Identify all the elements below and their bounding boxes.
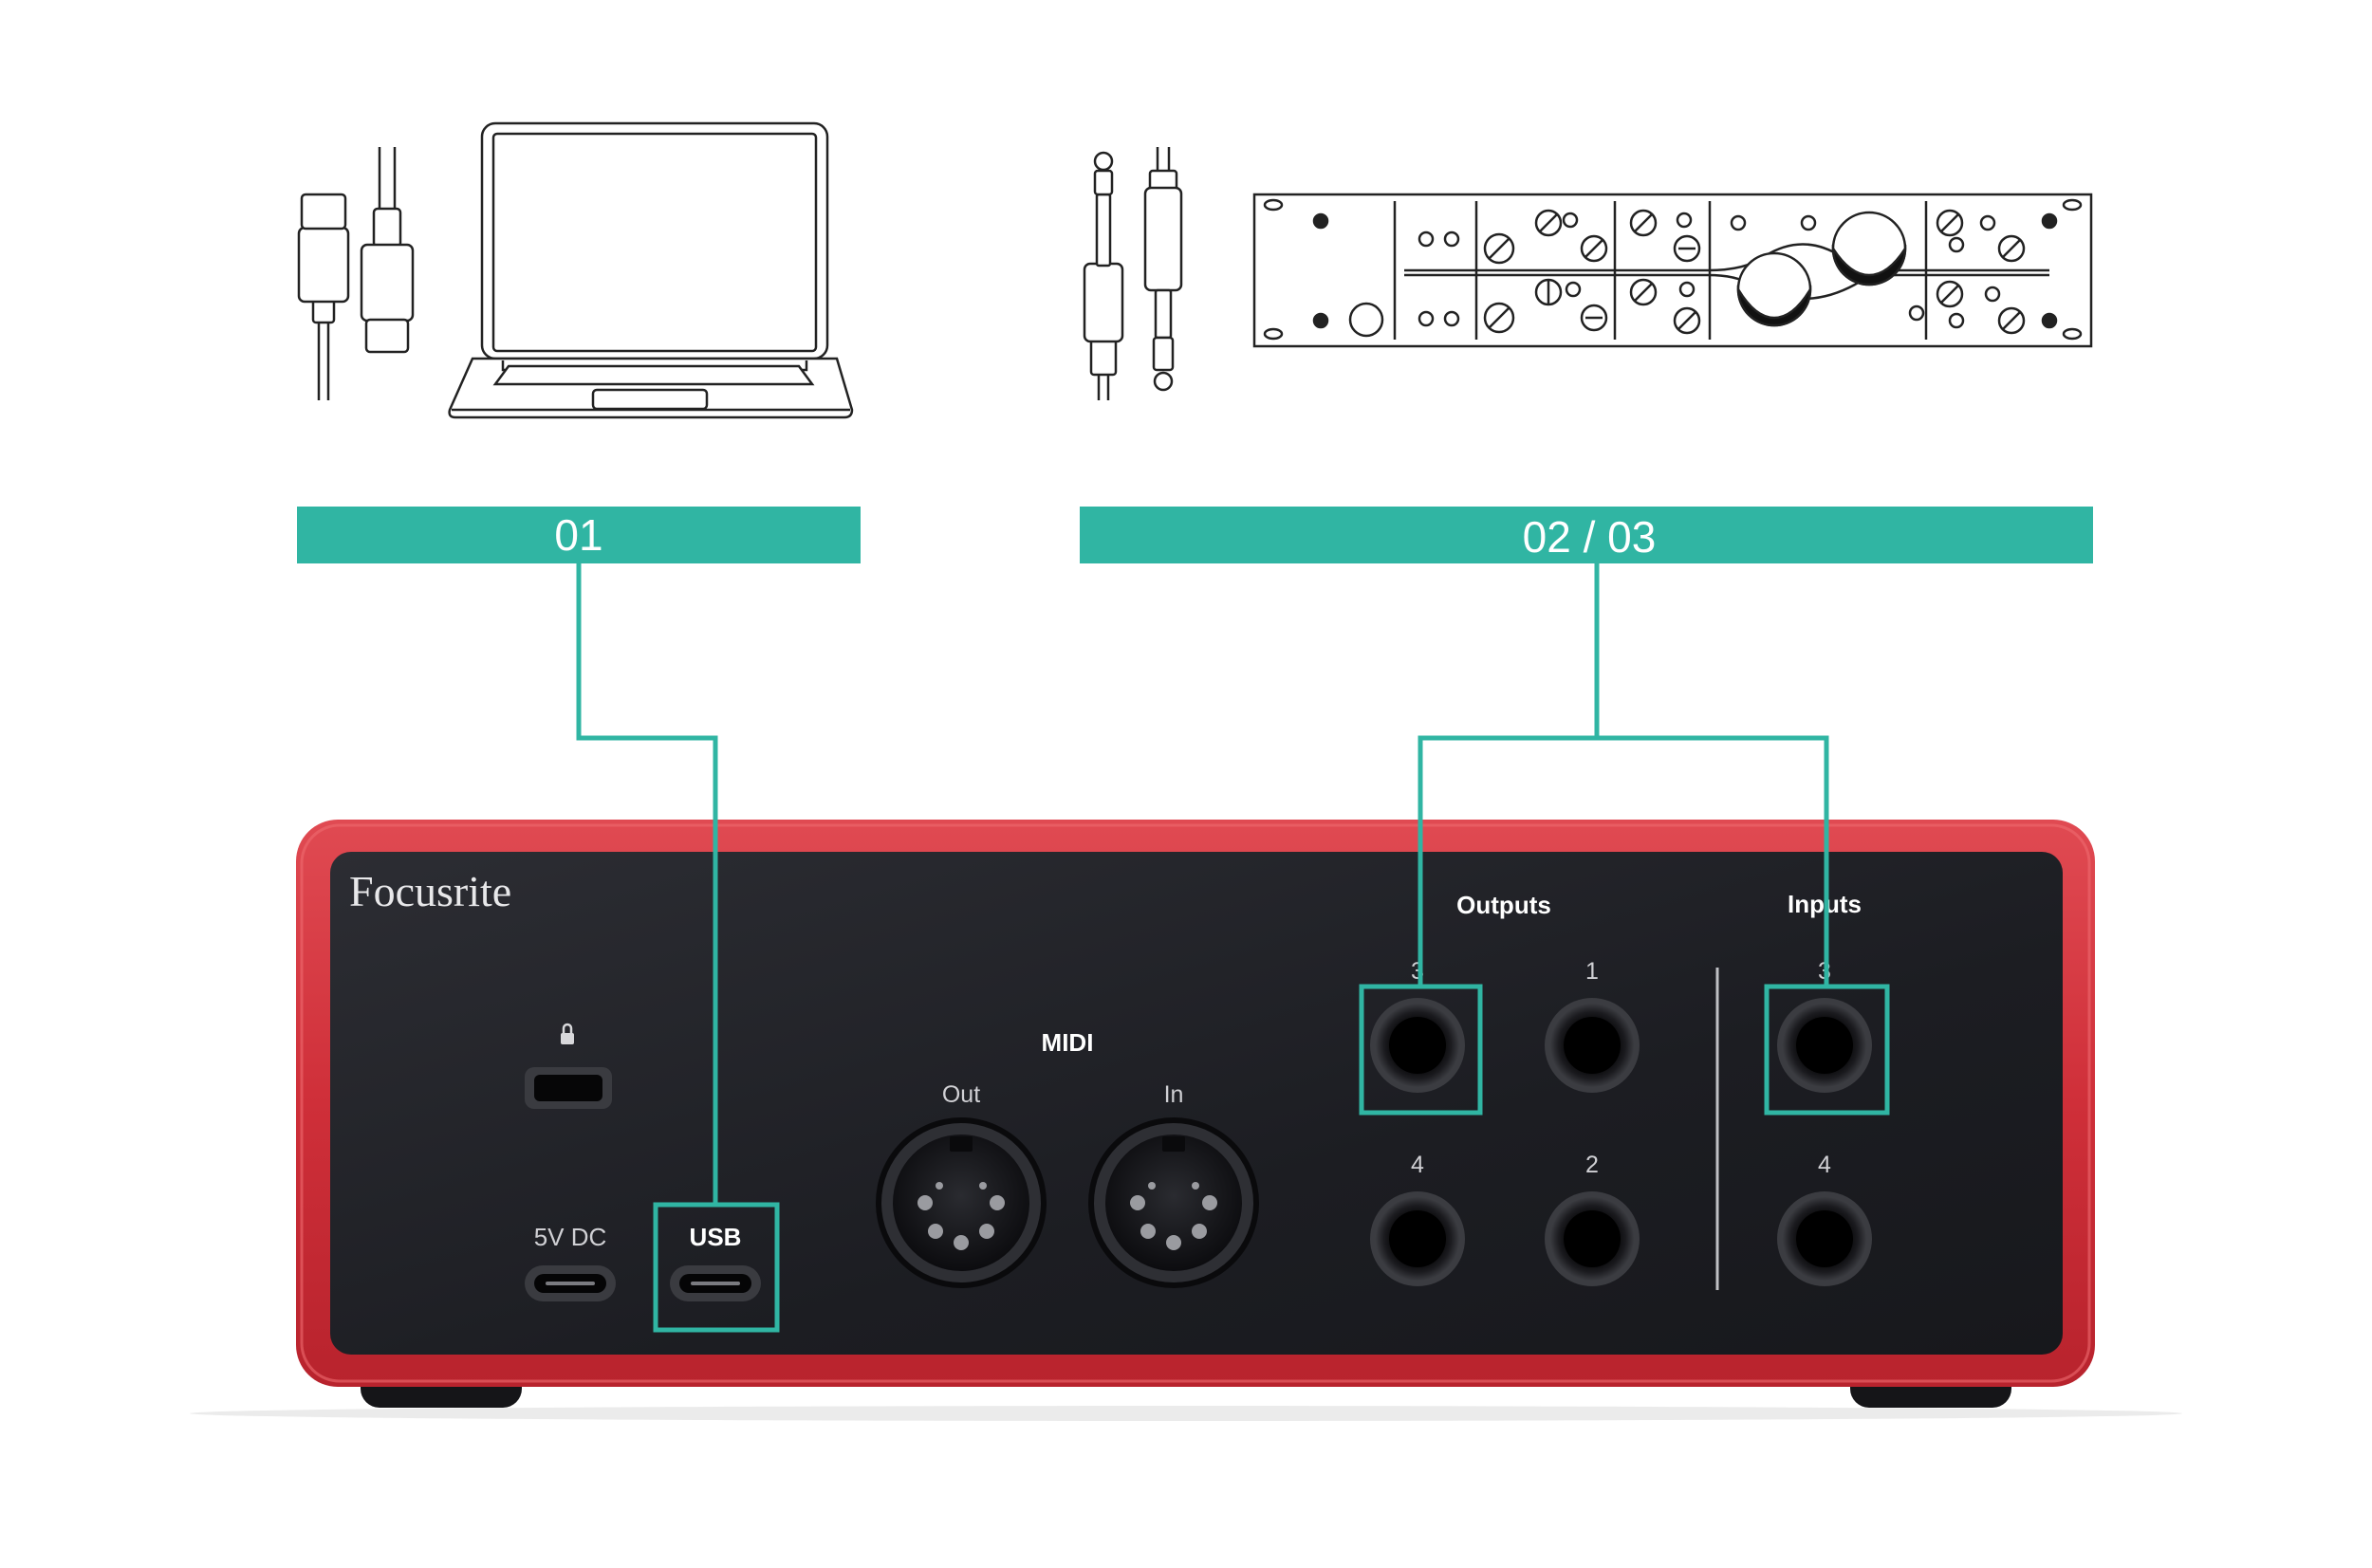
input-3-jack[interactable] [1777, 998, 1872, 1093]
connector-lines [576, 563, 1829, 1205]
input-3-highlight [1764, 984, 1890, 1116]
midi-out-label: Out [942, 1081, 980, 1108]
usb-label: USB [690, 1223, 742, 1251]
audio-interface-rear: Focusrite 5V DC USB MIDI Out In [190, 820, 2182, 1421]
step-02-03-label-bar: 02 / 03 [1080, 507, 2093, 563]
power-label: 5V DC [534, 1223, 607, 1251]
input-4-number: 4 [1818, 1152, 1831, 1178]
output-3-highlight [1359, 984, 1483, 1116]
port-highlights [653, 984, 1890, 1333]
usb-port-highlight [653, 1202, 780, 1333]
output-3-jack[interactable] [1370, 998, 1465, 1093]
step-01-label: 01 [554, 510, 602, 560]
output-4-number: 4 [1411, 1152, 1424, 1178]
rack-outboard-unit-icon [1252, 193, 2093, 348]
midi-out-port[interactable] [876, 1117, 1047, 1288]
usb-c-cable-icon [297, 147, 415, 400]
midi-in-port[interactable] [1088, 1117, 1259, 1288]
midi-title: MIDI [1042, 1028, 1094, 1057]
midi-in-label: In [1164, 1081, 1184, 1108]
output-2-number: 2 [1585, 1152, 1599, 1178]
step-02-03-label: 02 / 03 [1523, 512, 1657, 562]
output-4-jack[interactable] [1370, 1191, 1465, 1286]
outputs-title: Outputs [1456, 891, 1551, 919]
input-4-jack[interactable] [1777, 1191, 1872, 1286]
output-1-jack[interactable] [1545, 998, 1640, 1093]
step-01-label-bar: 01 [297, 507, 861, 563]
laptop-icon [448, 121, 854, 419]
output-2-jack[interactable] [1545, 1191, 1640, 1286]
output-1-number: 1 [1585, 958, 1599, 985]
brand-logo: Focusrite [349, 867, 511, 915]
quarter-inch-jack-cable-icon [1083, 147, 1183, 400]
kensington-lock-icon [561, 1023, 574, 1044]
